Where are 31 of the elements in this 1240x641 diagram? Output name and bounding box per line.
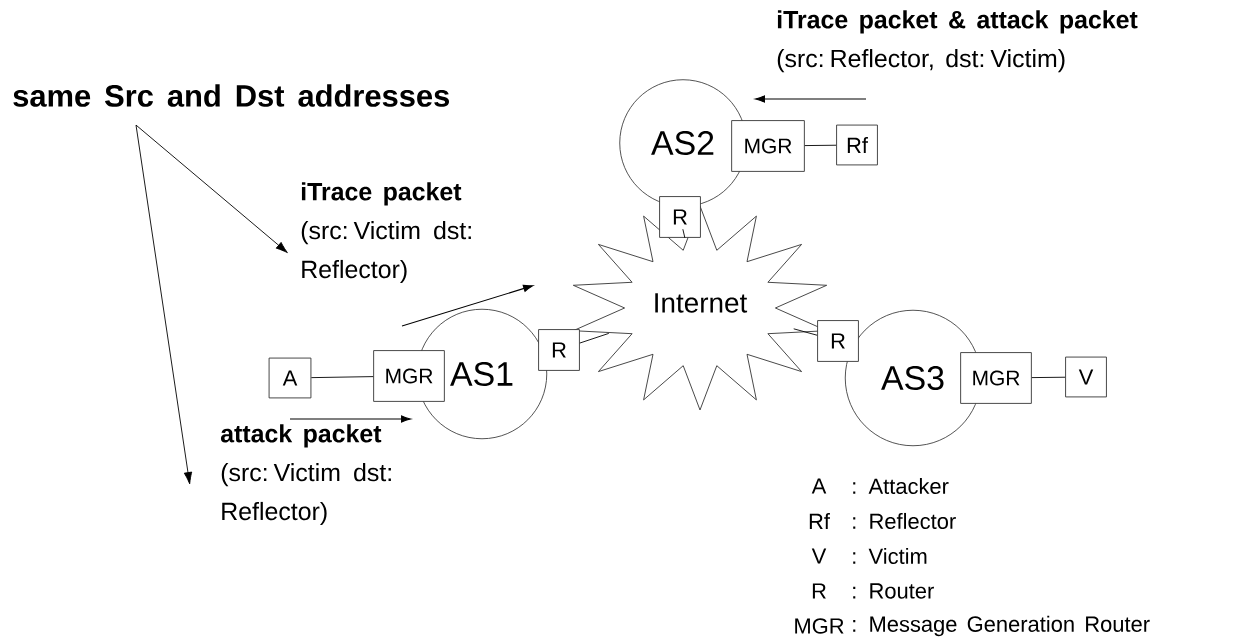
router-box: R: [659, 196, 701, 238]
router-box: A: [268, 357, 312, 399]
leader-line: [135, 124, 288, 254]
packet-label: attack packet (src: Victim dst: Reflector): [220, 424, 391, 526]
link-line: [310, 376, 374, 379]
definition-text: : Router: [853, 583, 934, 599]
packet-label: iTrace packet (src: Victim dst: Reflector): [301, 182, 471, 284]
router-box: R: [538, 329, 580, 371]
definition-text: : Reflector: [853, 512, 956, 530]
router-box: MGR: [373, 350, 445, 402]
abbreviation-text: MGR: [795, 618, 844, 634]
link-line: [682, 228, 686, 239]
definition-text: : Message Generation Router: [853, 615, 1150, 637]
link-line: [793, 328, 818, 336]
router-box: MGR: [731, 120, 805, 172]
router-box: MGR: [960, 352, 1032, 404]
abbreviation-text: Rf: [809, 513, 830, 529]
annotation-text: same Src and Dst addresses: [13, 84, 449, 107]
abbreviation-text: R: [812, 583, 826, 599]
link-line: [804, 144, 837, 147]
definition-text: : Attacker: [853, 477, 949, 495]
abbreviation-text: V: [811, 548, 827, 564]
link-line: [1031, 376, 1066, 379]
leader-line: [135, 124, 193, 485]
router-box: R: [817, 320, 859, 362]
definition-text: : Victim: [853, 547, 927, 565]
abbreviation-text: A: [811, 478, 827, 494]
router-box: Rf: [836, 124, 878, 166]
router-box: V: [1065, 356, 1107, 398]
packet-label: iTrace packet & attack packet (src: Reflector, dst: Victim): [777, 10, 1138, 73]
link-line: [579, 332, 610, 344]
